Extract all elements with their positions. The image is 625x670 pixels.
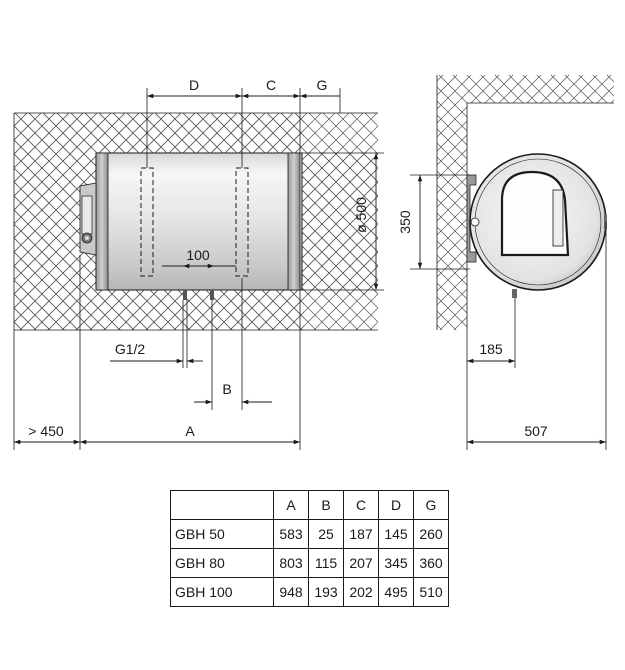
model-name: GBH 80 xyxy=(170,548,274,578)
label-inlet: G1/2 xyxy=(115,341,146,357)
label-clearance: > 450 xyxy=(28,423,64,439)
table-cell: 360 xyxy=(413,548,449,578)
bracket xyxy=(466,174,477,263)
label-side-offset: 185 xyxy=(479,341,503,357)
table-cell: 948 xyxy=(273,577,309,607)
control-box-panel xyxy=(81,195,93,235)
technical-drawing: D C G ø 500 100 G1/2 B > 450 A 350 xyxy=(13,75,614,450)
mounting-rail-right xyxy=(235,167,249,277)
table-cell: 260 xyxy=(413,519,449,549)
table-header-row: A B C D G xyxy=(170,490,449,520)
label-b: B xyxy=(222,381,231,397)
pipe-right xyxy=(210,290,214,300)
table-cell: 583 xyxy=(273,519,309,549)
tank-end-cap-left xyxy=(95,152,109,291)
model-name: GBH 100 xyxy=(170,577,274,607)
table-row: GBH 50 583 25 187 145 260 xyxy=(170,519,449,549)
table-row: GBH 100 948 193 202 495 510 xyxy=(170,577,449,607)
table-cell: 803 xyxy=(273,548,309,578)
label-g: G xyxy=(317,77,328,93)
label-spacing: 100 xyxy=(186,247,210,263)
table-cell: 345 xyxy=(378,548,414,578)
table-cell: 187 xyxy=(343,519,379,549)
table-header-cell: D xyxy=(378,490,414,520)
label-c: C xyxy=(266,77,276,93)
tank-body xyxy=(95,152,303,291)
table-cell: 202 xyxy=(343,577,379,607)
table-header-cell: G xyxy=(413,490,449,520)
table-cell: 145 xyxy=(378,519,414,549)
table-cell: 193 xyxy=(308,577,344,607)
dimensions-table: A B C D G GBH 50 583 25 187 145 260 GBH … xyxy=(170,490,449,607)
label-bracket-height: 350 xyxy=(397,210,413,234)
pipe-left xyxy=(183,290,187,300)
tank-side-outlet xyxy=(512,289,517,298)
table-header-cell: A xyxy=(273,490,309,520)
front-wall-hatch-right xyxy=(300,113,378,330)
table-header-cell: B xyxy=(308,490,344,520)
table-header-cell: C xyxy=(343,490,379,520)
label-diameter: ø 500 xyxy=(353,197,369,233)
tank-side-knob-icon xyxy=(470,217,480,227)
table-cell: 510 xyxy=(413,577,449,607)
tank-side-right-tab xyxy=(604,215,607,229)
table-cell: 115 xyxy=(308,548,344,578)
label-d: D xyxy=(189,77,199,93)
label-depth: 507 xyxy=(524,423,548,439)
table-cell: 495 xyxy=(378,577,414,607)
label-a: A xyxy=(185,423,195,439)
side-wall-hatch xyxy=(437,75,614,330)
model-name: GBH 50 xyxy=(170,519,274,549)
table-cell: 25 xyxy=(308,519,344,549)
table-row: GBH 80 803 115 207 345 360 xyxy=(170,548,449,578)
tank-side-panel xyxy=(500,170,570,257)
table-cell: 207 xyxy=(343,548,379,578)
tank-end-cap-right xyxy=(287,152,301,291)
tank-side-panel-slot xyxy=(552,189,564,247)
thermostat-knob-center xyxy=(85,236,89,240)
mounting-rail-left xyxy=(140,167,154,277)
table-header-cell xyxy=(170,490,274,520)
